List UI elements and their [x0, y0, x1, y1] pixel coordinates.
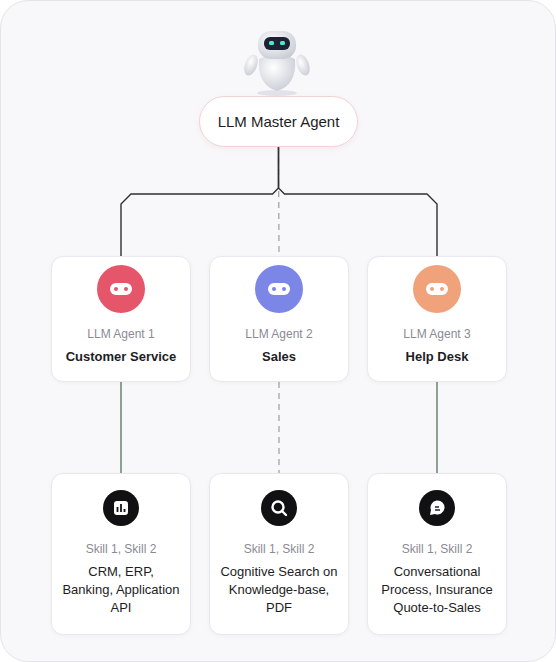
chart-glyph	[114, 501, 128, 515]
agent-icon	[413, 265, 461, 313]
connector	[278, 382, 279, 473]
robot-arm	[294, 53, 313, 78]
icon-circle	[103, 490, 139, 526]
icon-circle	[255, 265, 303, 313]
connector	[121, 147, 279, 256]
robot-head	[258, 31, 296, 59]
agent-box: LLM Agent 1 Customer Service	[51, 256, 191, 382]
skill-description: Cognitive Search on Knowledge-base, PDF	[220, 563, 338, 617]
skill-list: Skill 1, Skill 2	[86, 541, 157, 557]
agent-number: LLM Agent 1	[87, 326, 154, 342]
chart-bar	[120, 504, 122, 512]
skill-icon	[419, 490, 455, 526]
agent-icon	[255, 265, 303, 313]
skill-description: Conversational Process, Insurance Quote-…	[378, 563, 496, 617]
robot-arm	[242, 53, 261, 78]
robot-eye	[282, 287, 286, 291]
robot-face	[268, 283, 290, 295]
chat-line	[435, 509, 440, 510]
connector	[279, 147, 438, 256]
robot-eye	[272, 287, 276, 291]
icon-circle	[413, 265, 461, 313]
agent-title: Sales	[262, 348, 296, 366]
robot-eye	[440, 287, 444, 291]
chat-glyph	[430, 500, 445, 515]
icon-circle	[97, 265, 145, 313]
skill-box: Skill 1, Skill 2 CRM, ERP, Banking, Appli…	[51, 473, 191, 635]
robot-visor	[264, 37, 290, 50]
robot-body	[259, 55, 295, 91]
skill-box: Skill 1, Skill 2 Conversational Process, …	[367, 473, 507, 635]
connector	[436, 382, 437, 473]
skill-icon	[103, 490, 139, 526]
agent-icon	[97, 265, 145, 313]
robot-eye	[430, 287, 434, 291]
agent-box: LLM Agent 2 Sales	[209, 256, 349, 382]
master-agent-box: LLM Master Agent	[199, 96, 358, 147]
connector	[120, 382, 121, 473]
robot-face	[110, 283, 132, 295]
node-title: LLM Master Agent	[218, 112, 340, 131]
skill-box: Skill 1, Skill 2 Cognitive Search on Know…	[209, 473, 349, 635]
search-handle	[282, 511, 286, 515]
icon-circle	[419, 490, 455, 526]
icon-circle	[261, 490, 297, 526]
robot-eye	[124, 287, 128, 291]
chart-bar	[124, 509, 126, 512]
skill-description: CRM, ERP, Banking, Application API	[62, 563, 180, 617]
robot-eye	[269, 41, 274, 45]
agent-number: LLM Agent 3	[403, 326, 470, 342]
skill-list: Skill 1, Skill 2	[244, 541, 315, 557]
robot-face	[426, 283, 448, 295]
agent-box: LLM Agent 3 Help Desk	[367, 256, 507, 382]
skill-list: Skill 1, Skill 2	[402, 541, 473, 557]
agent-title: Help Desk	[406, 348, 469, 366]
robot-eye	[280, 41, 285, 45]
agent-number: LLM Agent 2	[245, 326, 312, 342]
robot-eye	[114, 287, 118, 291]
skill-icon	[261, 490, 297, 526]
chart-bar	[117, 507, 119, 512]
robot-illustration	[1, 1, 556, 101]
chat-line	[435, 506, 439, 507]
agent-title: Customer Service	[66, 348, 177, 366]
